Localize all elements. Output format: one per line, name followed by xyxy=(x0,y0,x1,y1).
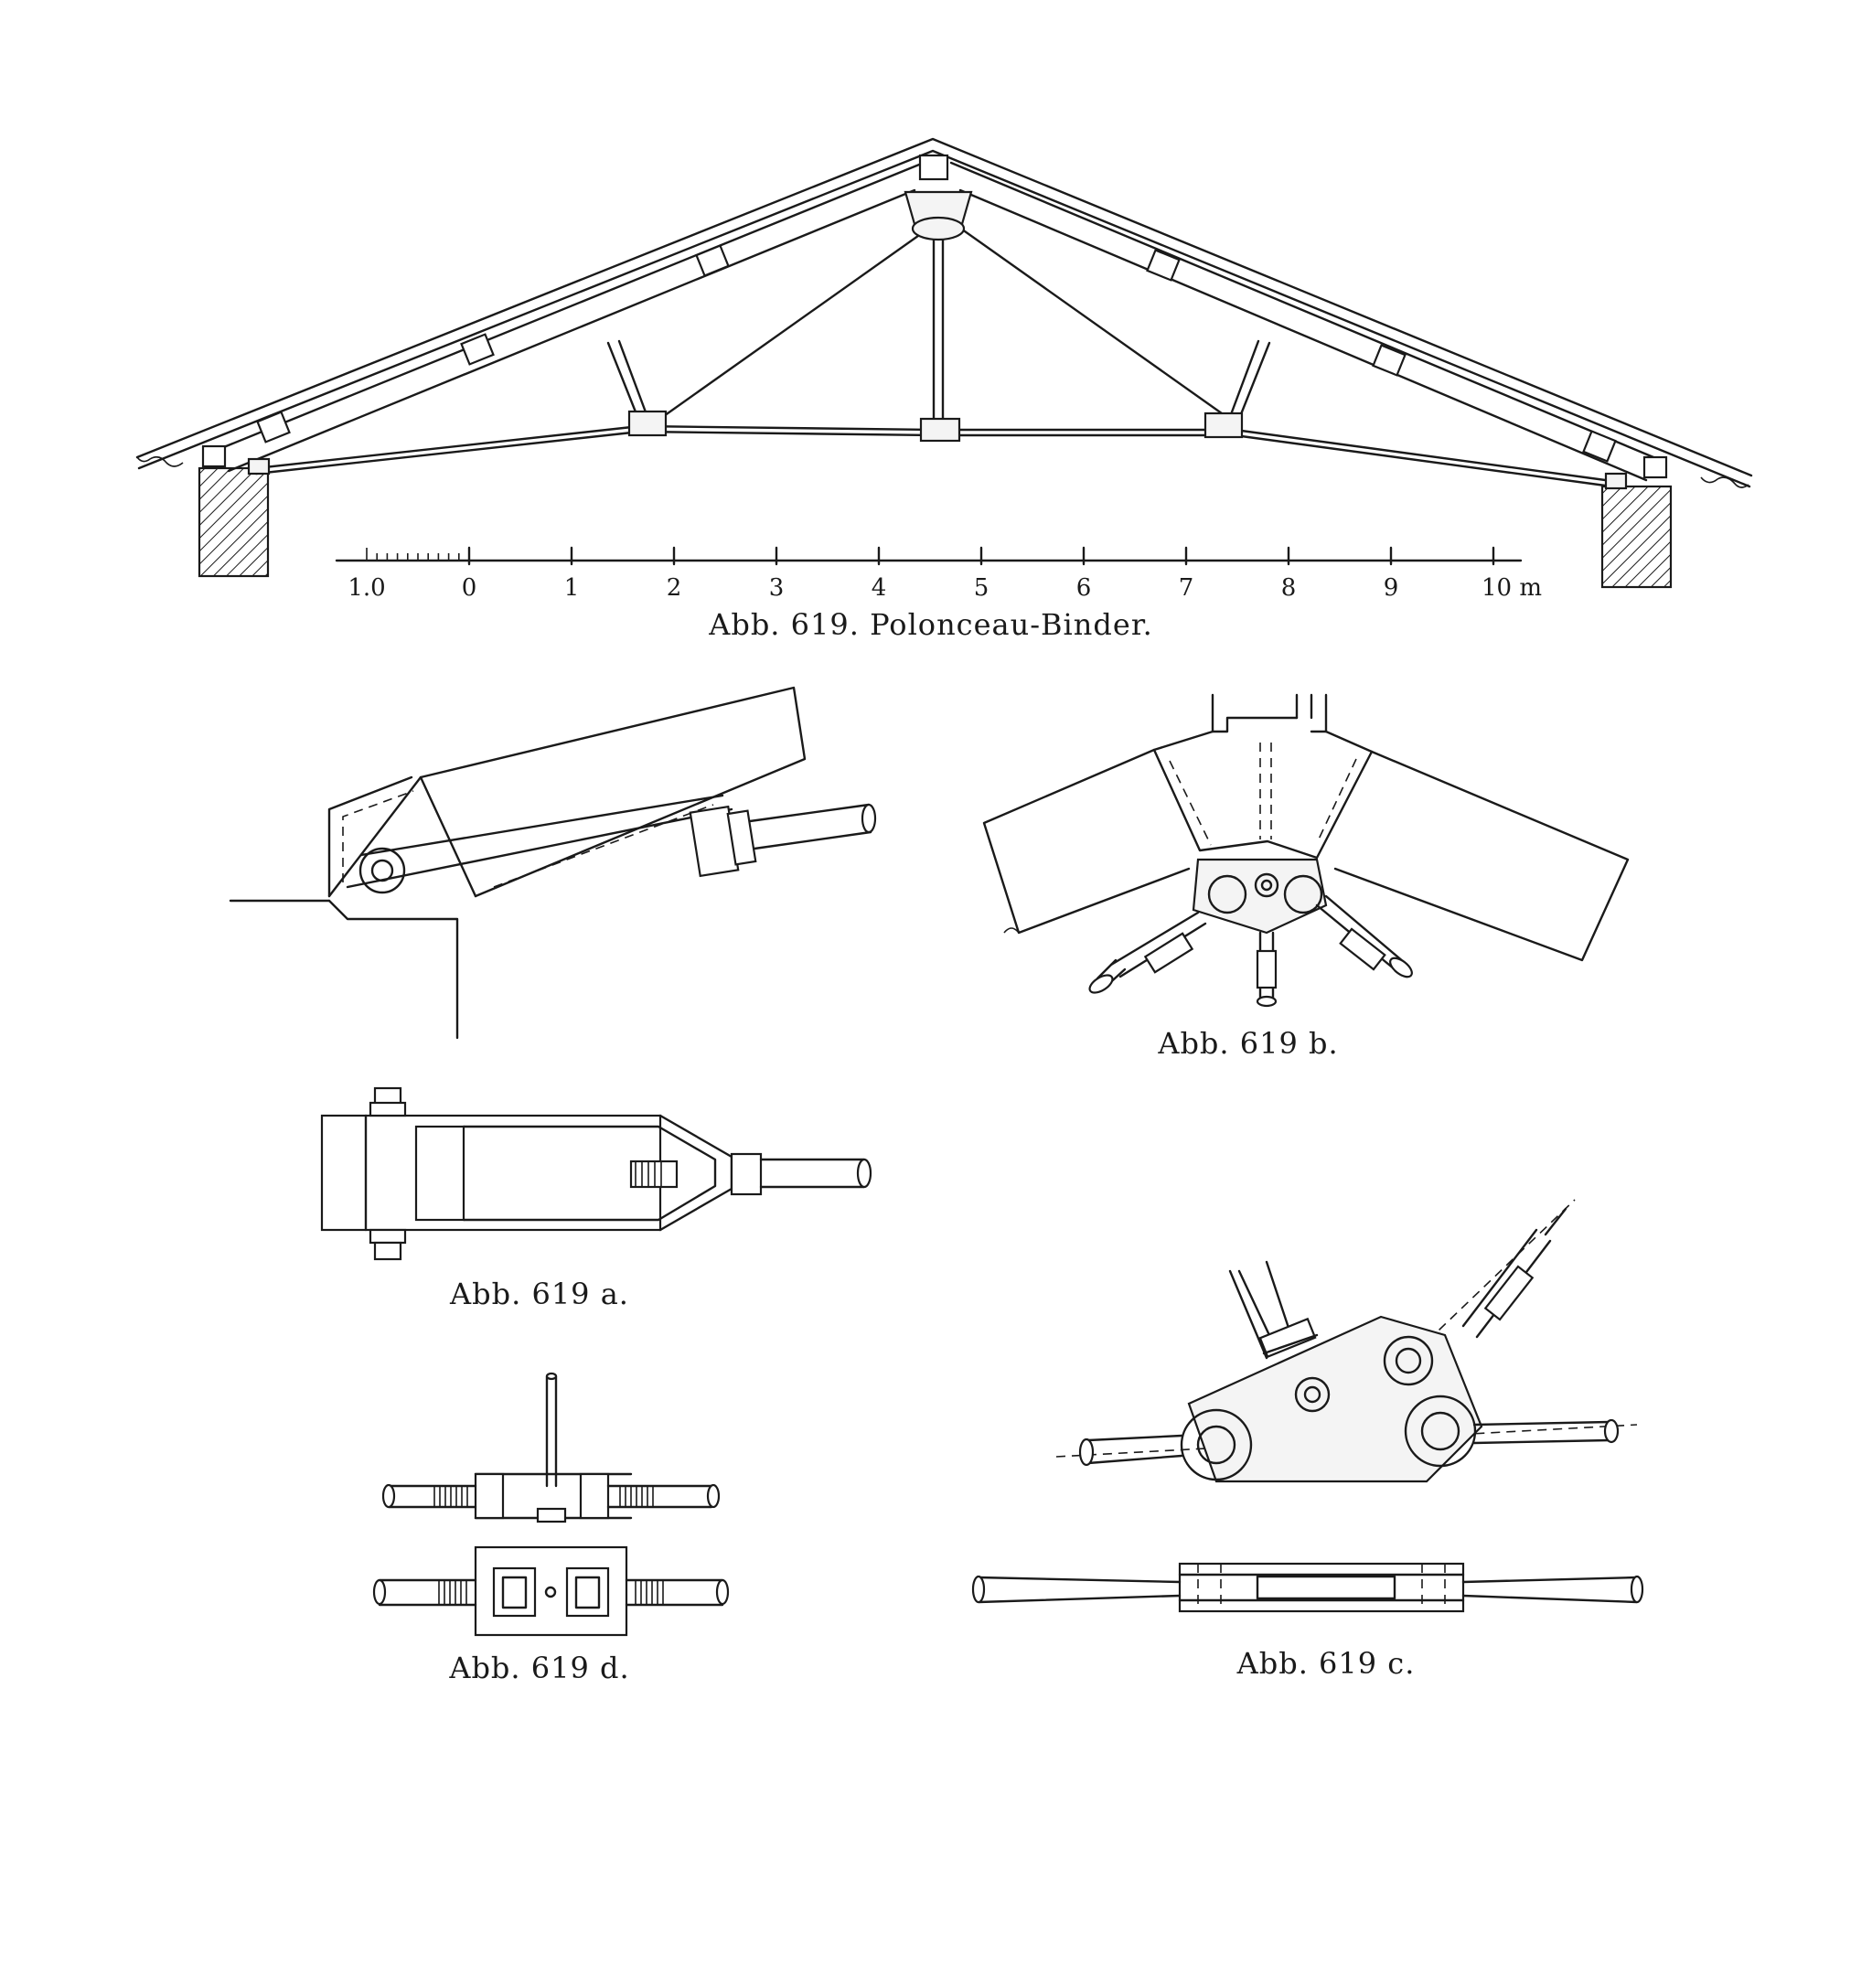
scale-label: 1.0 xyxy=(348,574,385,602)
scale-label: 0 xyxy=(462,574,477,602)
scale-label: 9 xyxy=(1384,574,1399,602)
scale-label: 4 xyxy=(872,574,887,602)
wall-support-right xyxy=(1600,485,1673,589)
detail-c-plan-view xyxy=(971,1562,1644,1613)
detail-d-turnbuckle-side xyxy=(381,1372,721,1523)
detail-a-side-view xyxy=(229,686,877,1040)
scale-label: 10 m xyxy=(1482,574,1542,602)
detail-c-strut-junction xyxy=(1055,1199,1638,1483)
caption-c: Abb. 619 c. xyxy=(1236,1646,1416,1681)
scale-label: 1 xyxy=(564,574,580,602)
scale-ticks xyxy=(366,546,1495,566)
scale-label: 5 xyxy=(974,574,989,602)
scale-label: 7 xyxy=(1179,574,1194,602)
detail-d-turnbuckle-plan xyxy=(372,1545,730,1637)
rafter-left xyxy=(209,161,925,473)
scale-label: 3 xyxy=(769,574,785,602)
caption-main: Abb. 619. Polonceau-Binder. xyxy=(708,607,1153,642)
struts xyxy=(606,339,1271,421)
rafter-right xyxy=(949,161,1666,482)
scale-labels: 1.0 0 1 2 3 4 5 6 7 8 9 10 m xyxy=(348,574,1542,602)
king-rod xyxy=(932,229,945,424)
caption-b: Abb. 619 b. xyxy=(1157,1026,1338,1061)
roof-covering xyxy=(135,137,1753,488)
scale-label: 8 xyxy=(1281,574,1297,602)
caption-a: Abb. 619 a. xyxy=(449,1277,629,1311)
diagonal-rods xyxy=(653,225,1236,424)
scale-bar: 1.0 0 1 2 3 4 5 6 7 8 9 10 m xyxy=(335,546,1542,602)
wall-support-left xyxy=(198,466,270,578)
detail-a-plan-view xyxy=(320,1086,872,1261)
purlins xyxy=(201,154,1668,479)
main-truss-elevation xyxy=(135,137,1753,589)
detail-b-ridge-joint xyxy=(982,695,1630,1008)
scale-label: 2 xyxy=(667,574,682,602)
scale-label: 6 xyxy=(1076,574,1092,602)
caption-d: Abb. 619 d. xyxy=(448,1651,629,1685)
joint-plates xyxy=(247,190,1628,490)
